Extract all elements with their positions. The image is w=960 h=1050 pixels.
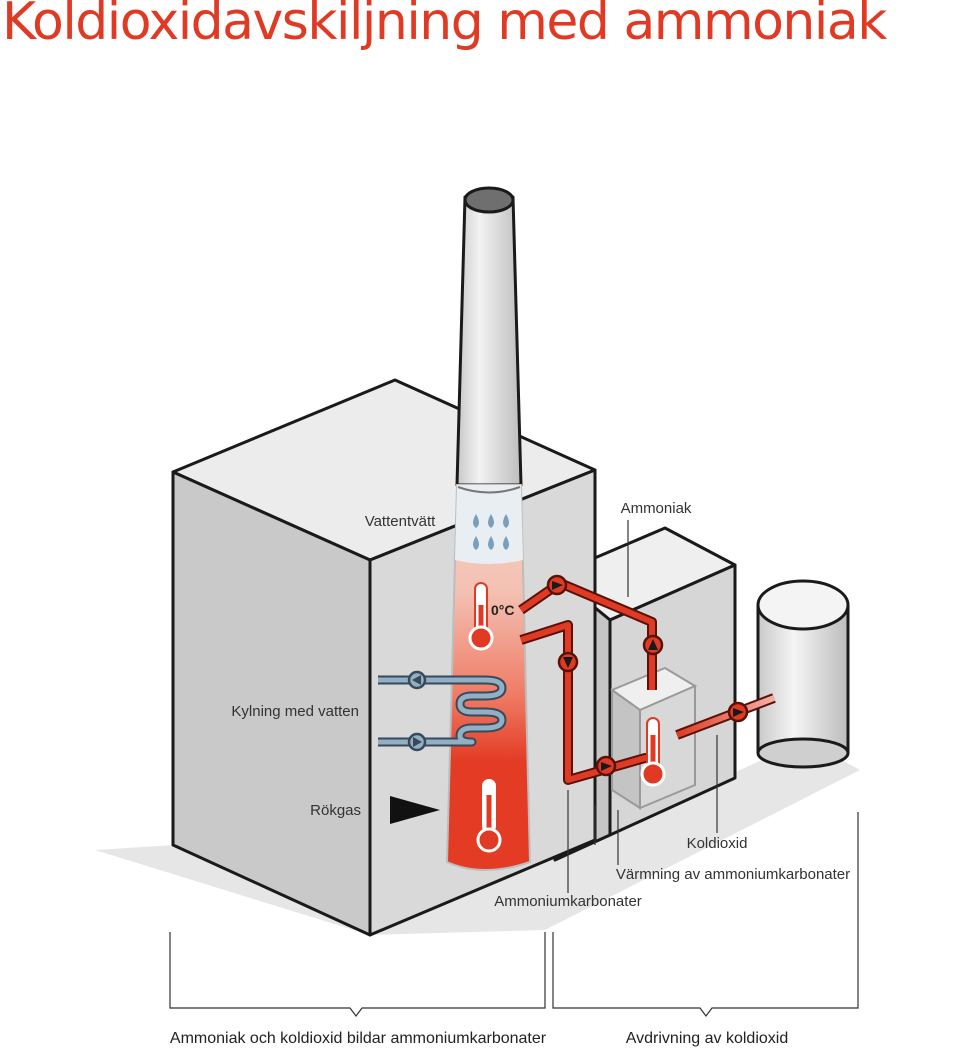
label-kylning: Kylning med vatten — [231, 703, 359, 720]
thermometer-icon — [476, 779, 502, 853]
label-temperature: 0°C — [491, 602, 515, 618]
label-koldioxid: Koldioxid — [687, 835, 748, 852]
flow-arrow-icon — [546, 574, 749, 777]
flow-arrow-icon — [407, 670, 427, 752]
main-building — [171, 378, 597, 937]
leader-lines — [567, 520, 718, 893]
co2-outlet-pipe — [675, 693, 776, 740]
cooling-coil — [378, 670, 507, 752]
chimney — [445, 186, 532, 871]
thermometer-icon — [468, 582, 494, 651]
water-drop-icon — [473, 514, 509, 550]
co2-storage-tank — [756, 579, 850, 769]
label-vattentvatt: Vattentvätt — [365, 513, 436, 530]
page-title: Koldioxidavskiljning med ammoniak — [2, 0, 887, 52]
section-label-stripping: Avdrivning av koldioxid — [626, 1030, 788, 1047]
thermometer-icon — [640, 717, 666, 787]
label-ammoniumkarbonater: Ammoniumkarbonater — [494, 893, 642, 910]
section-brackets — [169, 812, 859, 1017]
section-label-absorption: Ammoniak och koldioxid bildar ammoniumka… — [170, 1030, 547, 1047]
label-varmning: Värmning av ammoniumkarbonater — [616, 866, 850, 883]
ammonia-return-pipe — [518, 578, 657, 690]
flue-gas-arrow-icon — [390, 796, 440, 824]
label-rokgas: Rökgas — [310, 802, 361, 819]
label-ammoniak: Ammoniak — [621, 500, 692, 517]
